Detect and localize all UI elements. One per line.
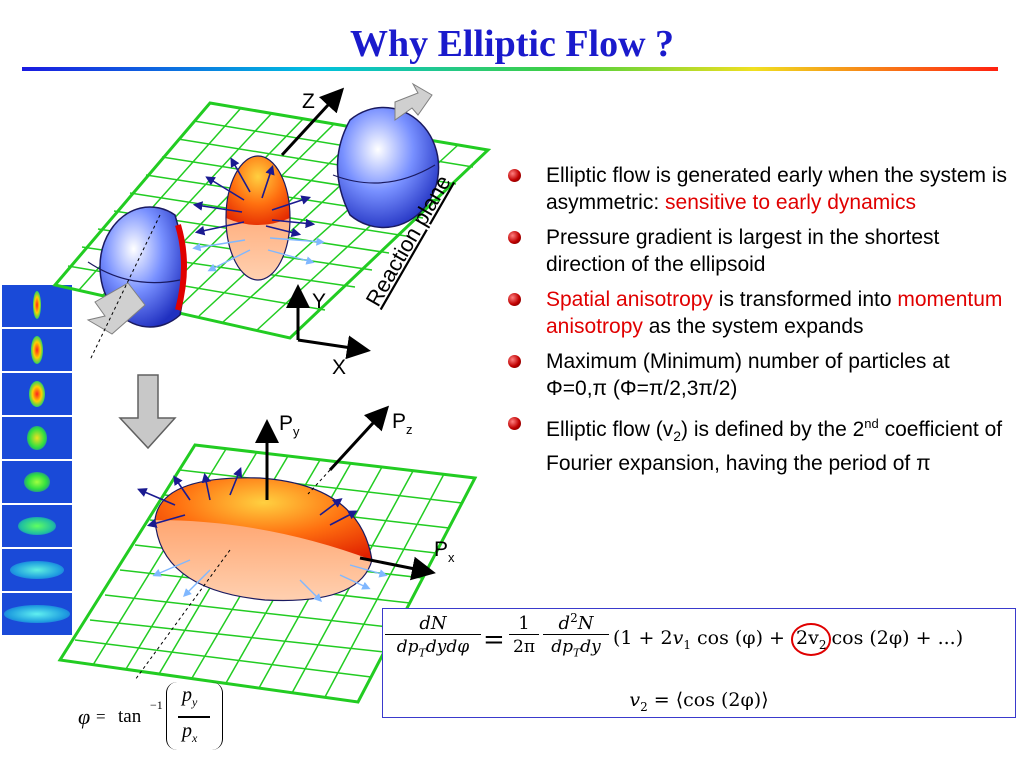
bullet-item-4: Maximum (Minimum) number of particles at… [508, 348, 1014, 402]
elliptic-flow-diagram: Z Y X Reaction plane [52, 82, 492, 704]
slide-title: Why Elliptic Flow ? [349, 23, 675, 65]
frac-num: py [182, 684, 198, 709]
axis-label-x: X [332, 356, 346, 379]
bullet-item-5: Elliptic flow (v2) is defined by the 2nd… [508, 410, 1014, 477]
top-axes [89, 87, 371, 361]
momentum-label-pz: Pz [392, 410, 413, 437]
bullet-icon [508, 231, 521, 244]
pressure-arrows-top [192, 157, 316, 238]
fourier-line-2: v2 = ⟨cos (2φ)⟩ [629, 689, 769, 714]
image-strip-frame-1 [2, 285, 72, 327]
phi-symbol: φ [78, 704, 91, 729]
title-rule [22, 67, 998, 71]
phi-formula: φ = tan −1 py px [78, 680, 228, 760]
image-strip-frame-7 [2, 549, 72, 591]
v2-highlight-circle: 2v2 [791, 623, 832, 656]
image-strip-frame-2 [2, 329, 72, 371]
frac-d2n: d2N dpTdy [543, 611, 609, 659]
image-strip-frame-4 [2, 417, 72, 459]
right-nucleus [332, 106, 440, 229]
bullet-item-1: Elliptic flow is generated early when th… [508, 162, 1014, 216]
bullet-item-3: Spatial anisotropy is transformed into m… [508, 286, 1014, 340]
eq-sign: = [483, 625, 505, 655]
bullet-icon [508, 169, 521, 182]
image-strip-frame-3 [2, 373, 72, 415]
image-strip-frame-5 [2, 461, 72, 503]
right-motion-arrow [394, 82, 433, 121]
frac-2pi: 1 2π [509, 613, 539, 657]
paren-left [166, 682, 177, 750]
frac-bar [178, 716, 210, 718]
phi-equals: = [96, 707, 106, 726]
frac-dn: dN dpTdydφ [385, 613, 481, 659]
tan-exponent: −1 [150, 698, 163, 712]
bullet-icon [508, 293, 521, 306]
axis-label-z: Z [302, 90, 315, 113]
paren-right [212, 682, 223, 750]
pressure-arrows-lower [192, 237, 325, 272]
bullet-item-2: Pressure gradient is largest in the shor… [508, 224, 1014, 278]
image-strip-frame-6 [2, 505, 72, 547]
bottom-axes [134, 405, 436, 681]
bullet-list: Elliptic flow is generated early when th… [508, 162, 1014, 485]
overlap-almond [225, 155, 291, 281]
frac-den: px [182, 720, 198, 745]
image-strip-frame-8 [2, 593, 72, 635]
fourier-line-1: dN dpTdydφ = 1 2π d2N dpTdy (1 + 2v1 cos… [383, 611, 1015, 673]
transition-down-arrow [118, 374, 177, 450]
tan-function: tan [118, 706, 142, 727]
bullet-icon [508, 417, 521, 430]
momentum-arrows-lower [152, 559, 388, 602]
axis-label-y: Y [312, 290, 326, 313]
momentum-label-px: Px [434, 538, 455, 565]
fourier-formula-box: dN dpTdydφ = 1 2π d2N dpTdy (1 + 2v1 cos… [382, 608, 1016, 718]
left-motion-arrow [86, 282, 146, 335]
momentum-label-py: Py [279, 412, 300, 439]
bullet-icon [508, 355, 521, 368]
momentum-arrows-top [137, 467, 358, 528]
